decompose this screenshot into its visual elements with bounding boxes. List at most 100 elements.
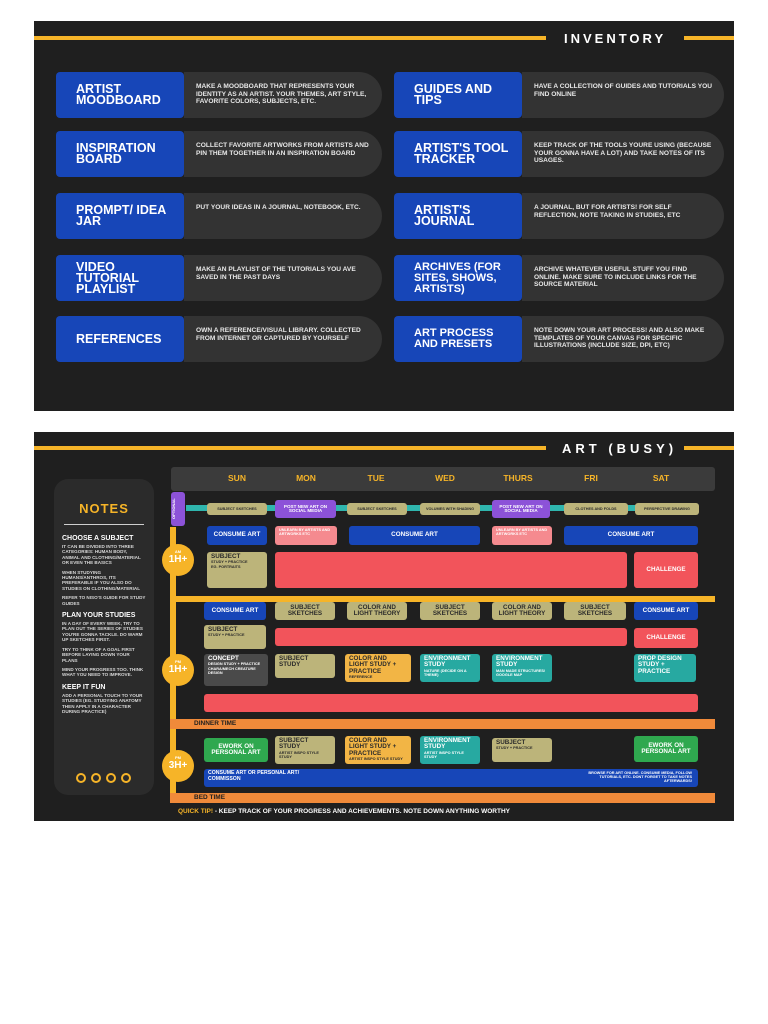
block-label: SUBJECT SKETCHES [217,506,257,511]
schedule-block[interactable]: PROP DESIGN STUDY + PRACTICE [634,654,696,682]
schedule-block[interactable]: EWORK ON PERSONAL ART [634,736,698,762]
schedule-block[interactable]: SUBJECT STUDY [275,654,335,678]
block-sub: ARTIST INSPO STYLE STUDY [424,750,464,760]
header-accent-line [684,446,734,450]
schedule-block[interactable]: SUBJECT SKETCHES [275,602,335,620]
schedule-block[interactable]: VOLUMES WITH SHADING [420,503,480,515]
schedule-block[interactable]: POST NEW ART ON SOCIAL MEDIA [492,500,550,518]
notes-text: ADD A PERSONAL TOUCH TO YOUR STUDIES (EG… [62,692,143,714]
inventory-item-label: ARTIST'S TOOL TRACKER [394,131,522,177]
schedule-block[interactable]: UNLEARN BY ARTISTS AND ARTWORKS ETC [275,526,337,545]
block-sub: MAN MADE STRUCTURES/ GOOGLE MAP [496,668,545,678]
inventory-panel: INVENTORY ARTIST MOODBOARD MAKE A MOODBO… [34,21,734,411]
schedule-block[interactable]: CHALLENGE [634,628,698,648]
header-accent-line [684,36,734,40]
schedule-block[interactable]: CONSUME ART [349,526,480,545]
inventory-item-label: VIDEO TUTORIAL PLAYLIST [56,255,184,301]
dinner-time-bar: DINNER TIME [170,719,715,729]
notes-section-title: KEEP IT FUN [62,683,106,691]
schedule-block[interactable]: SUBJECT SKETCHES [564,602,626,620]
tip-text: - KEEP TRACK OF YOUR PROGRESS AND ACHIEV… [213,808,510,815]
schedule-block[interactable]: COLOR AND LIGHT THEORY [492,602,552,620]
circle-icon [121,773,131,783]
block-label: UNLEARN BY ARTISTS AND ARTWORKS ETC [279,528,331,537]
schedule-block[interactable]: CONSUME ART [564,526,698,545]
day-label: SUN [228,473,246,483]
inventory-item[interactable]: GUIDES AND TIPS HAVE A COLLECTION OF GUI… [394,72,724,118]
badge-period: PM [175,755,181,760]
block-label: SUBJECT SKETCHES [357,506,397,511]
block-sub: BROWSE FOR ART ONLINE. CONSUME MEDIA, FO… [588,771,692,784]
notes-section-title: CHOOSE A SUBJECT [62,535,134,542]
schedule-block[interactable]: COLOR AND LIGHT THEORY [347,602,407,620]
block-label: POST NEW ART ON SOCIAL MEDIA [499,503,543,513]
block-label: SUBJECT STUDY [279,655,309,669]
badge-period: PM [175,659,181,664]
schedule-block[interactable]: SUBJECT SKETCHES [420,602,480,620]
inventory-item-label: PROMPT/ IDEA JAR [56,193,184,239]
notes-text: IT CAN BE DIVIDED INTO THREE CATEGORIES:… [62,544,141,566]
inventory-item-label: ART PROCESS AND PRESETS [394,316,522,362]
inventory-item[interactable]: ART PROCESS AND PRESETS NOTE DOWN YOUR A… [394,316,724,362]
inventory-item[interactable]: ARTIST MOODBOARD MAKE A MOODBOARD THAT R… [56,72,382,118]
schedule-block[interactable]: POST NEW ART ON SOCIAL MEDIA [275,500,336,518]
schedule-block[interactable]: UNLEARN BY ARTISTS AND ARTWORKS ETC [492,526,552,545]
schedule-block[interactable]: CONSUME ART OR PERSONAL ART/ COMMISSON B… [204,769,698,787]
inventory-item[interactable]: REFERENCES OWN A REFERENCE/VISUAL LIBRAR… [56,316,382,362]
inventory-item[interactable]: ARTIST'S TOOL TRACKER KEEP TRACK OF THE … [394,131,724,177]
schedule-block-empty[interactable] [204,694,698,712]
inventory-item-desc: COLLECT FAVORITE ARTWORKS FROM ARTISTS A… [184,131,382,177]
schedule-block[interactable]: CLOTHES AND FOLDS [564,503,628,515]
inventory-item[interactable]: PROMPT/ IDEA JAR PUT YOUR IDEAS IN A JOU… [56,193,382,239]
inventory-item-desc: ARCHIVE WHATEVER USEFUL STUFF YOU FIND O… [522,255,724,301]
notes-panel: NOTES CHOOSE A SUBJECT IT CAN BE DIVIDED… [54,479,154,795]
schedule-block-empty[interactable] [275,628,627,646]
inventory-item-label: GUIDES AND TIPS [394,72,522,118]
schedule-block[interactable]: SUBJECT SKETCHES [207,503,267,515]
circle-icon [106,773,116,783]
schedule-block[interactable]: CONSUME ART [207,526,267,545]
inventory-item-label: ARCHIVES (FOR SITES, SHOWS, ARTISTS) [394,255,522,301]
inventory-item-desc: OWN A REFERENCE/VISUAL LIBRARY. COLLECTE… [184,316,382,362]
schedule-block[interactable]: CONSUME ART [634,602,698,620]
bed-time-bar: BED TIME [170,793,715,803]
schedule-block-empty[interactable] [275,552,627,588]
block-label: PROP DESIGN STUDY + PRACTICE [638,655,682,675]
day-label: MON [296,473,316,483]
badge-duration: 1H+ [168,664,188,675]
schedule-block[interactable]: SUBJECT SKETCHES [347,503,407,515]
block-label: ENVIRONMENT STUDY [496,655,543,669]
inventory-item-desc: PUT YOUR IDEAS IN A JOURNAL, NOTEBOOK, E… [184,193,382,239]
schedule-block[interactable]: CHALLENGE [634,552,698,588]
block-label: PERSPECTIVE DRAWING [644,506,690,511]
block-label: SUBJECT [211,553,241,560]
day-label: FRI [584,473,598,483]
inventory-item[interactable]: ARTIST'S JOURNAL A JOURNAL, BUT FOR ARTI… [394,193,724,239]
inventory-item[interactable]: VIDEO TUTORIAL PLAYLIST MAKE AN PLAYLIST… [56,255,382,301]
block-label: UNLEARN BY ARTISTS AND ARTWORKS ETC [496,528,548,537]
inventory-item-desc: NOTE DOWN YOUR ART PROCESS! AND ALSO MAK… [522,316,724,362]
inventory-item[interactable]: ARCHIVES (FOR SITES, SHOWS, ARTISTS) ARC… [394,255,724,301]
schedule-block[interactable]: EWORK ON PERSONAL ART [204,738,268,762]
schedule-block[interactable]: CONSUME ART [204,602,266,620]
schedule-block[interactable]: PERSPECTIVE DRAWING [635,503,699,515]
day-label: SAT [652,473,670,483]
badge-duration: 3H+ [168,760,188,771]
inventory-item[interactable]: INSPIRATION BOARD COLLECT FAVORITE ARTWO… [56,131,382,177]
inventory-item-label: ARTIST MOODBOARD [56,72,184,118]
circle-icon [76,773,86,783]
day-label: TUE [367,473,385,483]
